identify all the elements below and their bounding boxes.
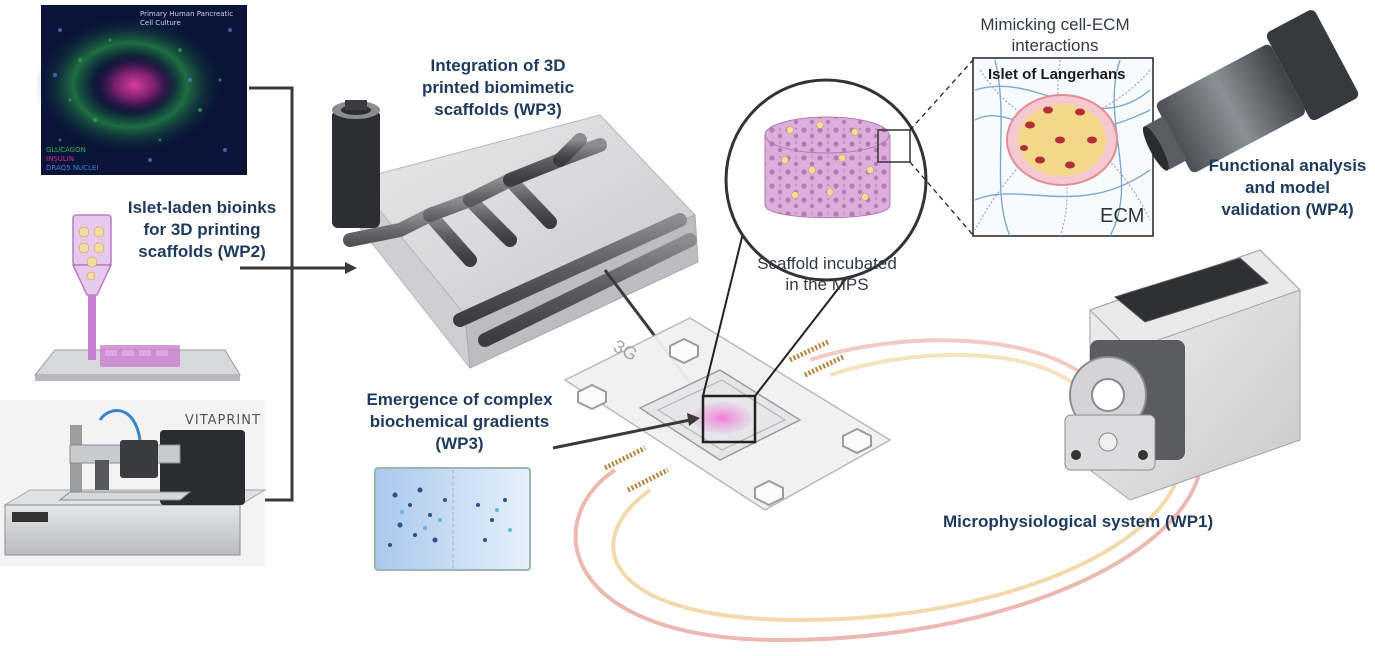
- zoom-lines-circle: [702, 224, 863, 397]
- label-cell-ecm: Mimicking cell-ECM interactions: [960, 14, 1150, 56]
- scaffold-magnifier: [724, 78, 928, 282]
- arrow-gradients-to-chip: [552, 413, 700, 450]
- legend-draq5: DRAQ5 NUCLEI: [46, 164, 99, 172]
- label-scaffold-incubated: Scaffold incubated in the MPS: [742, 253, 912, 295]
- label-wp2-line-2: for 3D printing: [143, 220, 261, 239]
- label-scaffold-line-2: in the MPS: [785, 275, 869, 294]
- label-wp3-integration-line-1: Integration of 3D: [430, 56, 566, 75]
- micrograph-title-line-2: Cell Culture: [140, 19, 181, 27]
- label-wp4-line-1: Functional analysis: [1208, 156, 1367, 175]
- gradient-beaker-illustration: [374, 467, 531, 571]
- label-wp4-line-3: validation (WP4): [1221, 200, 1354, 219]
- label-wp4-line-2: and model: [1244, 178, 1330, 197]
- bioprinter-image: [0, 400, 267, 567]
- label-wp3-gradients: Emergence of complex biochemical gradien…: [352, 389, 567, 455]
- micrograph-legend: GLUCAGON INSULIN DRAQ5 NUCLEI: [46, 146, 98, 173]
- legend-glucagon: GLUCAGON: [46, 146, 86, 154]
- label-wp3-gradients-line-2: biochemical gradients: [369, 412, 550, 431]
- label-cell-ecm-line-2: interactions: [1011, 36, 1099, 55]
- bracket-connector: [240, 86, 357, 502]
- printer-brand: VITAPRINT: [185, 413, 261, 428]
- islet-panel: [972, 57, 1154, 237]
- label-wp1-mps: Microphysiological system (WP1): [943, 512, 1214, 531]
- islet-panel-title: Islet of Langerhans: [988, 66, 1126, 83]
- label-scaffold-line-1: Scaffold incubated: [757, 254, 897, 273]
- label-wp4-analysis: Functional analysis and model validation…: [1200, 155, 1375, 221]
- chip-block-illustration: [332, 100, 699, 370]
- micrograph-title-line-1: Primary Human Pancreatic: [140, 10, 234, 18]
- micrograph-image: [35, 5, 247, 175]
- peristaltic-pump-illustration: [1064, 249, 1301, 501]
- microscope-objective-illustration: [1142, 10, 1359, 173]
- label-wp2-line-1: Islet-laden bioinks: [127, 198, 277, 217]
- label-wp3-gradients-line-3: (WP3): [435, 434, 484, 453]
- islet-panel-ecm-label: ECM: [1100, 205, 1145, 227]
- label-wp3-gradients-line-1: Emergence of complex: [366, 390, 553, 409]
- micrograph-title: Primary Human Pancreatic Cell Culture: [140, 10, 233, 28]
- label-cell-ecm-line-1: Mimicking cell-ECM: [980, 15, 1130, 34]
- zoom-lines-islet: [909, 59, 974, 236]
- microfluidic-chip: 3G: [563, 317, 892, 511]
- bioink-nozzle-illustration: [33, 214, 241, 381]
- label-wp3-integration-line-3: scaffolds (WP3): [434, 100, 562, 119]
- legend-insulin: INSULIN: [46, 155, 75, 163]
- label-wp2-bioinks: Islet-laden bioinks for 3D printing scaf…: [112, 197, 292, 263]
- label-wp3-integration: Integration of 3D printed biomimetic sca…: [398, 55, 598, 121]
- label-wp2-line-3: scaffolds (WP2): [138, 242, 266, 261]
- label-wp3-integration-line-2: printed biomimetic: [421, 78, 575, 97]
- fluidic-tubing: [573, 338, 1205, 643]
